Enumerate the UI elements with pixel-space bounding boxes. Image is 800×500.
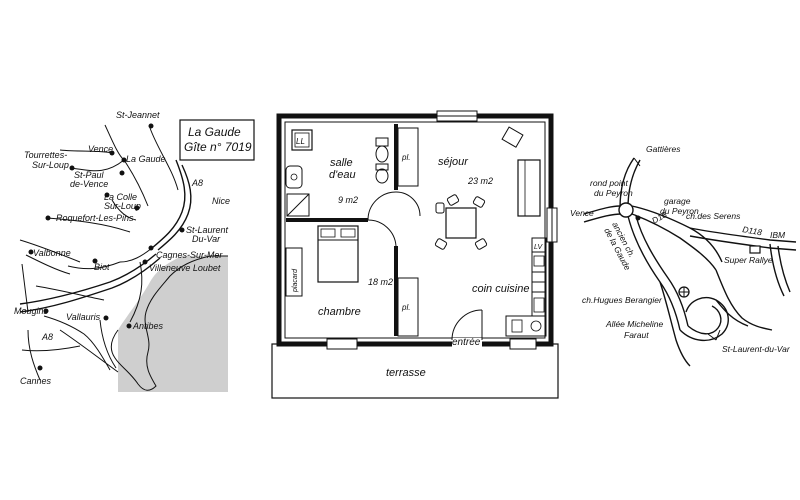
room-chambre-area: 18 m2 <box>368 277 393 287</box>
pl-top-label: pl. <box>401 153 410 162</box>
label-st-paul: St-Paul <box>74 170 105 180</box>
room-sejour-area: 23 m2 <box>467 176 493 186</box>
label-d118: D118 <box>742 224 763 237</box>
floor-plan: LL pl. pl. placard <box>271 110 559 399</box>
label-antibes: Antibes <box>132 321 164 331</box>
kitchen-counter: LV <box>505 237 547 337</box>
label-villeneuve: Villeneuve Loubet <box>149 263 221 273</box>
label-vallauris: Vallauris <box>66 312 101 322</box>
label-gattieres: Gattières <box>646 144 681 154</box>
bottom-window-right <box>509 338 537 350</box>
regional-map: La Gaude Gîte n° 7019 St-Jeannet Tourret… <box>14 110 255 392</box>
label-valbonne: Valbonne <box>33 248 71 258</box>
label-ch-hugues: ch.Hugues Berangier <box>582 295 663 305</box>
label-allee: Allée Micheline <box>605 319 663 329</box>
gite-info-box <box>179 119 255 161</box>
armchair-icon <box>501 126 524 148</box>
label-tourrettes-2: Sur-Loup <box>32 160 69 170</box>
room-salle-label-2: d'eau <box>329 169 356 181</box>
sofa-icon <box>517 159 541 217</box>
label-la-colle: La Colle <box>104 192 137 202</box>
label-cannes: Cannes <box>20 376 52 386</box>
label-st-jeannet: St-Jeannet <box>116 110 160 120</box>
label-allee-2: Faraut <box>624 330 649 340</box>
label-tourrettes: Tourrettes- <box>24 150 67 160</box>
gite-location-icon <box>678 286 690 298</box>
local-labels: Gattières rond point du Peyron garage du… <box>570 144 791 354</box>
label-a8-east: A8 <box>191 178 203 188</box>
label-a8-west: A8 <box>41 332 53 342</box>
pl-bottom-label: pl. <box>401 303 410 312</box>
room-salle-label: salle <box>330 157 353 169</box>
room-salle-area: 9 m2 <box>338 195 358 205</box>
label-cagnes: Cagnes-Sur-Mer <box>156 250 223 260</box>
label-rond-point: rond point <box>590 178 628 188</box>
bed-icon <box>317 225 359 283</box>
label-st-laurent-2: Du-Var <box>192 234 221 244</box>
gite-box-title: La Gaude <box>188 125 241 139</box>
label-la-gaude: La Gaude <box>126 154 166 164</box>
room-entree-label: entrée <box>452 337 481 348</box>
toilet-icon <box>375 137 389 163</box>
placard-label: placard <box>292 268 299 293</box>
label-st-paul-2: de-Vence <box>70 179 108 189</box>
placard <box>285 247 303 297</box>
terrace-label: terrasse <box>386 367 426 379</box>
bathroom-sink <box>285 165 303 189</box>
shower <box>286 193 310 217</box>
label-rond-point-2: du Peyron <box>594 188 633 198</box>
closet-bottom <box>397 277 419 337</box>
super-rallye-marker <box>749 245 761 254</box>
bottom-window-left <box>326 338 358 350</box>
room-chambre-label: chambre <box>318 306 361 318</box>
label-ch-serens: ch.des Serens <box>686 211 741 221</box>
label-nice: Nice <box>212 196 230 206</box>
roundabout <box>618 202 634 218</box>
label-st-laurent-local: St-Laurent-du-Var <box>722 344 791 354</box>
ll-label: LL <box>296 137 305 146</box>
label-garage-2: du Peyron <box>660 206 699 216</box>
local-roads <box>583 157 797 367</box>
room-kitchen-label: coin cuisine <box>472 283 529 295</box>
label-mougins: Mougins <box>14 306 49 316</box>
regional-roads <box>19 124 192 381</box>
dining-table-icon <box>434 194 488 250</box>
garage-marker <box>635 215 641 221</box>
inner-wall-line <box>284 121 546 339</box>
label-roquefort: Roquefort-Les-Pins <box>56 213 134 223</box>
arrow-gattieres <box>627 157 641 169</box>
label-garage: garage <box>664 196 691 206</box>
bidet-icon <box>375 163 389 184</box>
label-vence: Vence <box>88 144 113 154</box>
regional-labels: St-Jeannet Tourrettes- Sur-Loup Vence La… <box>14 110 230 386</box>
label-biot: Biot <box>94 262 110 272</box>
closet-top <box>397 127 419 187</box>
washing-machine <box>291 129 313 151</box>
label-st-laurent: St-Laurent <box>186 225 229 235</box>
room-sejour-label: séjour <box>438 156 469 168</box>
local-map: Gattières rond point du Peyron garage du… <box>570 144 797 367</box>
label-ibm: IBM <box>770 230 786 240</box>
arrow-st-laurent <box>707 329 721 341</box>
label-la-colle-2: Sur-Loup <box>104 201 141 211</box>
town-dots <box>28 123 185 371</box>
lv-label: LV <box>534 244 544 251</box>
entrance-gap <box>452 338 482 348</box>
sea-area <box>118 256 228 392</box>
coastline <box>110 255 228 391</box>
label-super-rallye: Super Rallye <box>724 255 773 265</box>
gite-box-subtitle: Gîte n° 7019 <box>184 140 252 154</box>
label-vence-local: Vence <box>570 208 594 218</box>
